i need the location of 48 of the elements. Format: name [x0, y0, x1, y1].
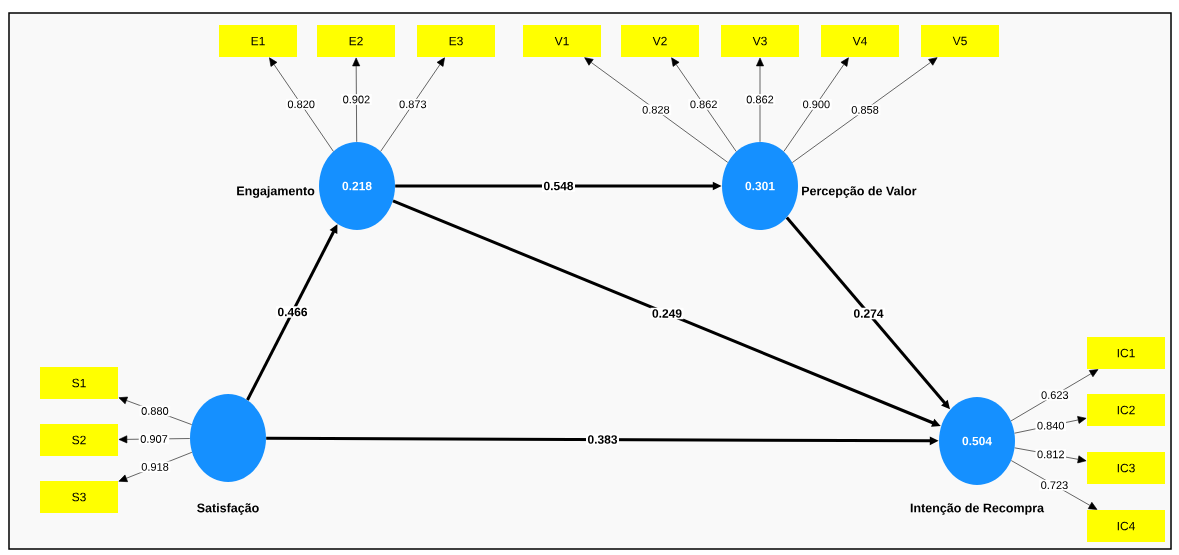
indicator-box: IC1: [1087, 337, 1165, 369]
edge-label: 0.873: [397, 98, 429, 110]
edge-label: 0.623: [1039, 389, 1071, 401]
construct-circle: [190, 394, 266, 482]
edge-label: 0.907: [138, 433, 170, 445]
loading-arrow: [671, 57, 737, 152]
edge-label: 0.812: [1035, 449, 1067, 460]
loading-arrow: [118, 435, 191, 444]
edge-label: 0.858: [849, 104, 881, 116]
construct-name: Engajamento: [237, 186, 315, 198]
edge-label: 0.466: [276, 306, 309, 318]
loading-arrow: [1010, 460, 1098, 510]
indicator-box: S2: [40, 424, 118, 456]
indicator-box: E1: [219, 25, 297, 57]
indicator-box: V2: [621, 25, 699, 57]
loading-arrow: [1010, 369, 1099, 422]
loading-arrow: [380, 57, 445, 152]
indicator-box: V4: [821, 25, 899, 57]
indicator-box: IC3: [1087, 452, 1165, 484]
edge-label: 0.918: [139, 461, 171, 473]
edge-label: 0.828: [640, 104, 672, 116]
indicator-box: S3: [40, 481, 118, 513]
indicator-box: E3: [417, 25, 495, 57]
construct-name: Satisfação: [197, 503, 259, 515]
edge-label: 0.820: [285, 98, 317, 110]
edge-label: 0.862: [688, 98, 719, 110]
edge-label: 0.900: [801, 98, 832, 110]
loading-arrow: [584, 57, 729, 163]
loading-arrow: [792, 57, 938, 163]
edge-label: 0.548: [542, 180, 575, 192]
loading-arrow: [756, 57, 764, 143]
construct-name: Percepção de Valor: [802, 186, 917, 198]
loading-arrow: [352, 57, 361, 143]
indicator-box: V3: [721, 25, 799, 57]
edge-label: 0.902: [341, 94, 372, 105]
edge-label: 0.723: [1039, 479, 1070, 491]
indicator-box: E2: [317, 25, 395, 57]
edge-label: 0.880: [139, 405, 171, 417]
indicator-box: V5: [921, 25, 999, 57]
loading-arrow: [783, 57, 849, 152]
indicator-box: V1: [523, 25, 601, 57]
indicator-box: S1: [40, 367, 118, 399]
edge-label: 0.840: [1035, 420, 1066, 432]
edge-label: 0.862: [744, 94, 776, 105]
indicator-box: IC4: [1087, 510, 1165, 542]
loading-arrow: [269, 57, 334, 152]
indicator-box: IC2: [1087, 394, 1165, 426]
construct-name: Intenção de Recompra: [910, 503, 1045, 515]
